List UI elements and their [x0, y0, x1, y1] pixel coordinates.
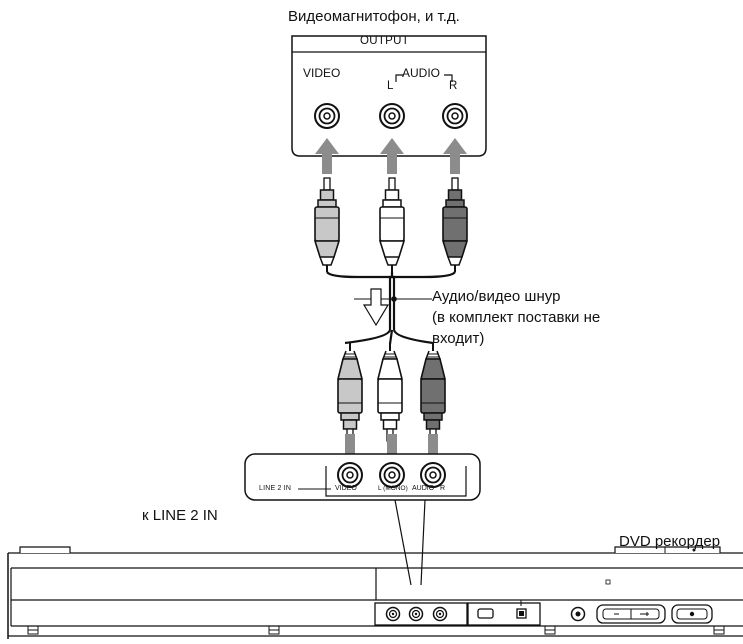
direction-arrow — [362, 288, 390, 327]
line2-audio-l-jack — [379, 462, 405, 488]
panel-video-label: VIDEO — [335, 485, 357, 492]
to-line2-in-label: к LINE 2 IN — [142, 507, 218, 524]
source-audio-l-jack — [379, 103, 405, 129]
panel-audio-label: AUDIO — [412, 485, 435, 492]
source-video-jack — [314, 103, 340, 129]
line2-zoom-panel — [244, 453, 481, 501]
plug-top-audio-r — [442, 177, 468, 273]
line2-video-jack — [337, 462, 363, 488]
source-audio-label: AUDIO — [402, 66, 441, 80]
source-right-label: R — [449, 80, 458, 92]
line2-audio-r-jack — [420, 462, 446, 488]
cable-caption-line3: входит) — [432, 330, 485, 347]
dvd-recorder-label: DVD рекордер — [619, 533, 721, 550]
cable-caption-line1: Аудио/видео шнур — [432, 288, 561, 305]
av-cable — [326, 271, 456, 345]
source-audio-r-jack — [442, 103, 468, 129]
output-panel-title: OUTPUT — [360, 35, 410, 47]
panel-l-mono-label: L (MONO) — [378, 485, 408, 492]
source-device-label: Видеомагнитофон, и т.д. — [288, 8, 460, 25]
cable-caption-line2: (в комплект поставки не — [432, 309, 601, 326]
plug-bottom-audio-l — [377, 342, 403, 442]
plug-bottom-video — [337, 342, 363, 442]
plug-top-audio-l — [379, 177, 405, 273]
panel-r-label: R — [440, 485, 446, 492]
front-video-jack — [385, 606, 401, 622]
panel-line2-in-label: LINE 2 IN — [259, 485, 292, 492]
dvd-recorder-front — [7, 546, 743, 639]
source-output-panel — [291, 35, 487, 157]
plug-top-video — [314, 177, 340, 273]
plug-bottom-audio-r — [420, 342, 446, 442]
source-video-label: VIDEO — [303, 66, 341, 80]
front-audio-r-jack — [432, 606, 448, 622]
source-left-label: L — [387, 80, 394, 92]
front-audio-l-jack — [408, 606, 424, 622]
